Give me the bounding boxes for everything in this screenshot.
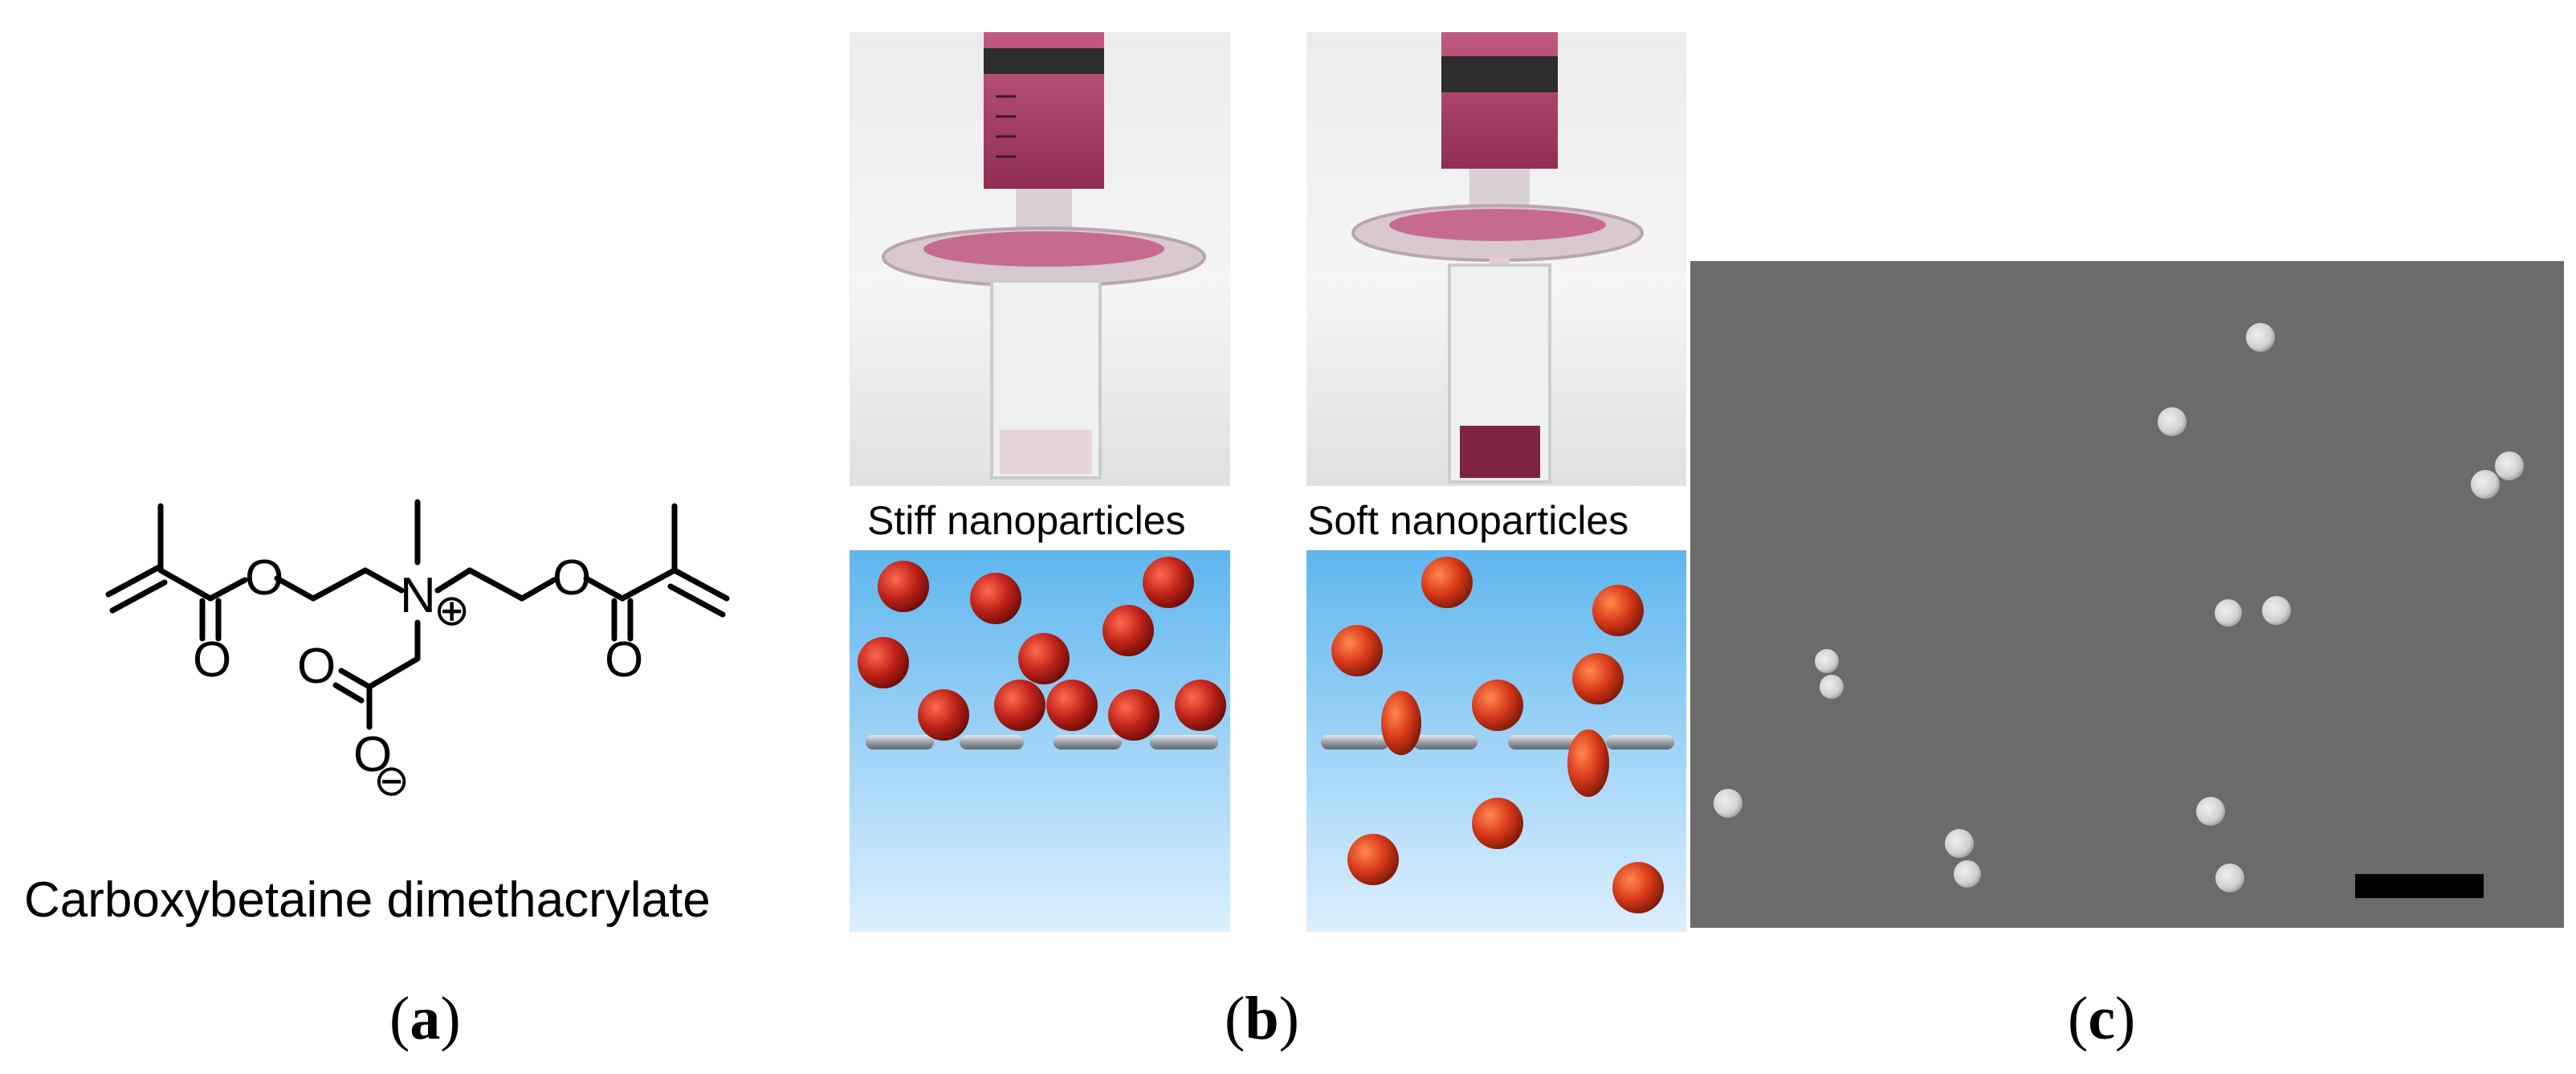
particle bbox=[1592, 585, 1644, 636]
scale-bar bbox=[2355, 874, 2484, 898]
photo-stiff bbox=[850, 32, 1230, 486]
atom-o-carboxyl-double: O bbox=[297, 639, 336, 694]
molecule-name: Carboxybetaine dimethacrylate bbox=[24, 872, 711, 928]
atom-o-left-ester: O bbox=[245, 550, 283, 606]
atom-o-charge: ⊖ bbox=[373, 757, 410, 805]
particle bbox=[1046, 680, 1098, 731]
particle bbox=[994, 680, 1045, 731]
stiff-label: Stiff nanoparticles bbox=[867, 498, 1186, 543]
particle bbox=[1572, 653, 1624, 704]
atom-o-left-carbonyl: O bbox=[193, 632, 231, 688]
panel-a-letter: (a) bbox=[389, 985, 461, 1052]
particle bbox=[1472, 798, 1523, 849]
panel-a-letter-text: a bbox=[410, 985, 441, 1052]
sem-particle bbox=[1714, 789, 1742, 818]
sem-particles bbox=[1714, 323, 2524, 892]
deformed-particle bbox=[1567, 729, 1609, 797]
particle bbox=[1421, 557, 1473, 608]
particle bbox=[970, 573, 1021, 624]
atom-n: N bbox=[400, 568, 436, 623]
panel-b-figure: Stiff nanoparticles Soft nanoparticles bbox=[850, 32, 1686, 932]
particle bbox=[1103, 605, 1154, 656]
panel-c: (c) bbox=[1690, 0, 2576, 1074]
schematic-stiff bbox=[850, 550, 1230, 932]
sem-particle bbox=[2495, 451, 2524, 480]
particle bbox=[1612, 862, 1664, 913]
particle bbox=[858, 637, 909, 688]
carboxybetaine-structure: O O N ⊕ O O O O ⊖ bbox=[105, 499, 730, 805]
deformed-particle bbox=[1381, 691, 1421, 755]
sem-particle bbox=[2196, 797, 2225, 826]
panel-b-letter-text: b bbox=[1245, 985, 1279, 1052]
particle bbox=[878, 561, 929, 612]
sem-particle bbox=[1820, 675, 1844, 699]
schematic-soft bbox=[1306, 550, 1686, 932]
soft-label: Soft nanoparticles bbox=[1307, 498, 1628, 543]
particle bbox=[1331, 625, 1383, 676]
sem-particle bbox=[1954, 860, 1981, 888]
sem-particle bbox=[2215, 864, 2244, 892]
particle bbox=[918, 689, 969, 741]
atom-o-carboxyl-single: O bbox=[353, 727, 392, 782]
sem-particle bbox=[1815, 649, 1839, 673]
panel-b-letter: (b) bbox=[1225, 985, 1299, 1052]
sem-particle bbox=[2246, 323, 2275, 352]
atom-n-charge: ⊕ bbox=[434, 586, 470, 635]
sem-particle bbox=[2158, 407, 2187, 436]
atom-o-right-carbonyl: O bbox=[605, 632, 643, 688]
sem-particle bbox=[1945, 829, 1974, 858]
panel-c-letter: (c) bbox=[2068, 985, 2136, 1052]
panel-b: Stiff nanoparticles Soft nanoparticles bbox=[843, 0, 1694, 1074]
photo-soft bbox=[1306, 32, 1686, 486]
sem-particle bbox=[2262, 596, 2291, 625]
particle bbox=[1108, 689, 1160, 741]
particle bbox=[1175, 680, 1226, 731]
sem-particle bbox=[2471, 470, 2500, 499]
particle bbox=[1018, 633, 1070, 684]
particle bbox=[1472, 680, 1523, 731]
particle bbox=[1143, 557, 1194, 608]
particle bbox=[1347, 834, 1399, 885]
panel-c-letter-text: c bbox=[2088, 985, 2116, 1052]
atom-o-right-ester: O bbox=[552, 550, 591, 606]
sem-particle bbox=[2215, 599, 2242, 627]
panel-a: O O N ⊕ O O O O ⊖ Carboxybetaine dimetha… bbox=[0, 0, 835, 1074]
sem-image bbox=[1690, 261, 2564, 928]
